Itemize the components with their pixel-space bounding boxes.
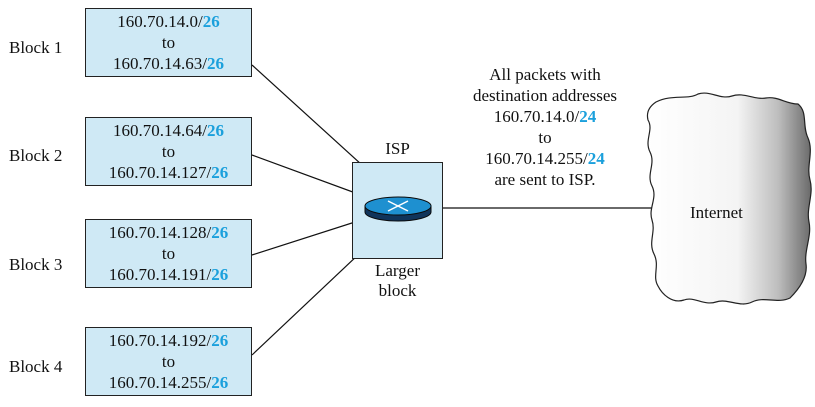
block-4-start: 160.70.14.192/: [108, 331, 212, 350]
block-1-box: 160.70.14.0/26 to 160.70.14.63/26: [85, 8, 252, 77]
aggregate-line2: destination addresses: [473, 86, 617, 105]
block-4-box: 160.70.14.192/26 to 160.70.14.255/26: [85, 327, 252, 396]
block-2-start-prefix: 26: [206, 121, 224, 140]
block-4-to: to: [161, 352, 176, 371]
block-3-label: Block 3: [9, 255, 63, 274]
aggregate-line6: are sent to ISP.: [494, 170, 596, 189]
block-2-to: to: [161, 142, 176, 161]
block-3-box: 160.70.14.128/26 to 160.70.14.191/26: [85, 219, 252, 288]
aggregate-end-prefix: 24: [587, 149, 605, 168]
block-4-end: 160.70.14.255/: [108, 373, 212, 392]
aggregate-to: to: [538, 128, 552, 147]
block-3-end: 160.70.14.191/: [108, 265, 212, 284]
internet-label: Internet: [690, 203, 743, 222]
block-3-start: 160.70.14.128/: [108, 223, 212, 242]
aggregate-end: 160.70.14.255/: [485, 149, 588, 168]
block-4-start-prefix: 26: [211, 331, 229, 350]
block-1-end-prefix: 26: [206, 54, 224, 73]
block-3-to: to: [161, 244, 176, 263]
block-4-label: Block 4: [9, 357, 63, 376]
block-2-start: 160.70.14.64/: [113, 121, 207, 140]
block-1-end: 160.70.14.63/: [113, 54, 207, 73]
block-3-end-prefix: 26: [211, 265, 229, 284]
aggregate-line1: All packets with: [489, 65, 601, 84]
isp-title: ISP: [385, 139, 410, 158]
block-2-end-prefix: 26: [211, 163, 229, 182]
block-1-to: to: [161, 33, 176, 52]
block-2-end: 160.70.14.127/: [108, 163, 212, 182]
block-1-start: 160.70.14.0/: [117, 12, 203, 31]
block-3-start-prefix: 26: [211, 223, 229, 242]
block-2-box: 160.70.14.64/26 to 160.70.14.127/26: [85, 117, 252, 186]
isp-caption: Larger block: [350, 261, 445, 301]
block-4-end-prefix: 26: [211, 373, 229, 392]
isp-caption-line2: block: [378, 281, 417, 300]
isp-caption-line1: Larger: [375, 261, 420, 280]
router-icon: [364, 196, 432, 222]
block-2-label: Block 2: [9, 146, 63, 165]
internet-cloud-icon: [646, 92, 812, 305]
block-1-start-prefix: 26: [202, 12, 220, 31]
aggregate-start-prefix: 24: [579, 107, 597, 126]
aggregate-note: All packets with destination addresses 1…: [440, 64, 650, 190]
block-1-label: Block 1: [9, 38, 63, 57]
aggregate-start: 160.70.14.0/: [493, 107, 580, 126]
